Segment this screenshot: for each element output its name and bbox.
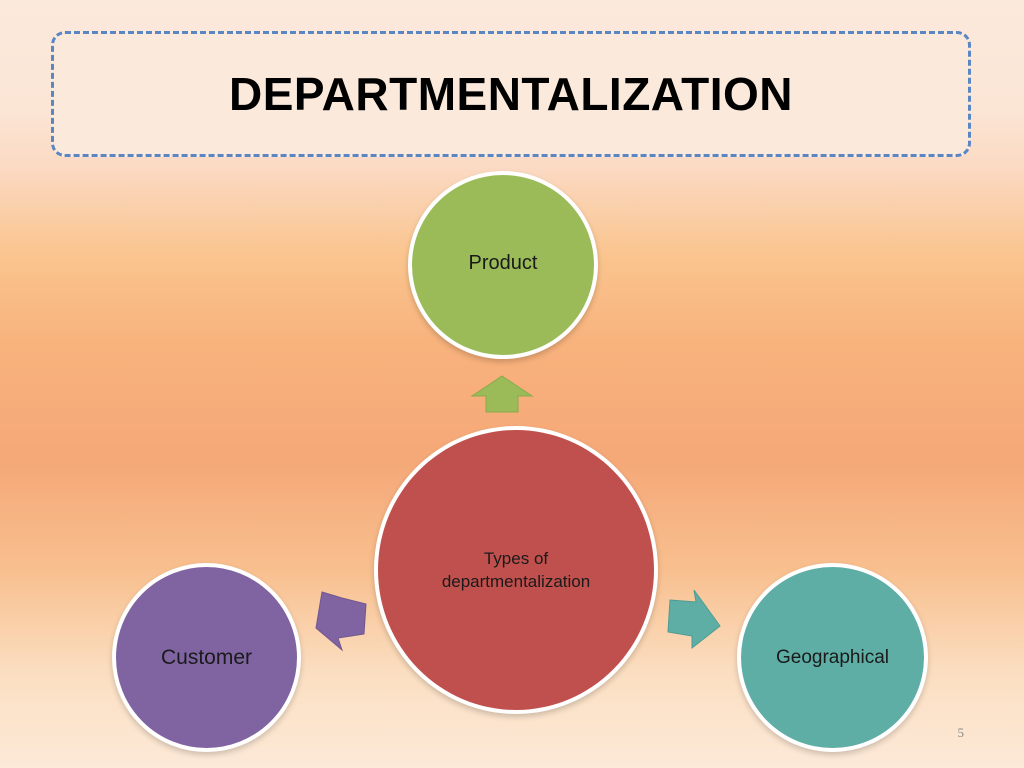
slide-title: DEPARTMENTALIZATION (229, 68, 793, 120)
geographical-label: Geographical (775, 646, 890, 668)
arrow-to-customer (315, 591, 367, 652)
arrow-to-product (470, 375, 534, 413)
geographical-node: Geographical (737, 563, 928, 752)
center-label: Types of departmentalization (441, 549, 591, 591)
customer-label: Customer (160, 645, 253, 669)
center-node: Types of departmentalization (374, 426, 658, 714)
slide-number: 5 (957, 725, 965, 740)
arrow-to-geographical (667, 589, 721, 650)
product-label: Product (468, 251, 538, 274)
customer-node: Customer (112, 563, 301, 752)
title-box: DEPARTMENTALIZATION (51, 31, 971, 157)
product-node: Product (408, 171, 598, 359)
